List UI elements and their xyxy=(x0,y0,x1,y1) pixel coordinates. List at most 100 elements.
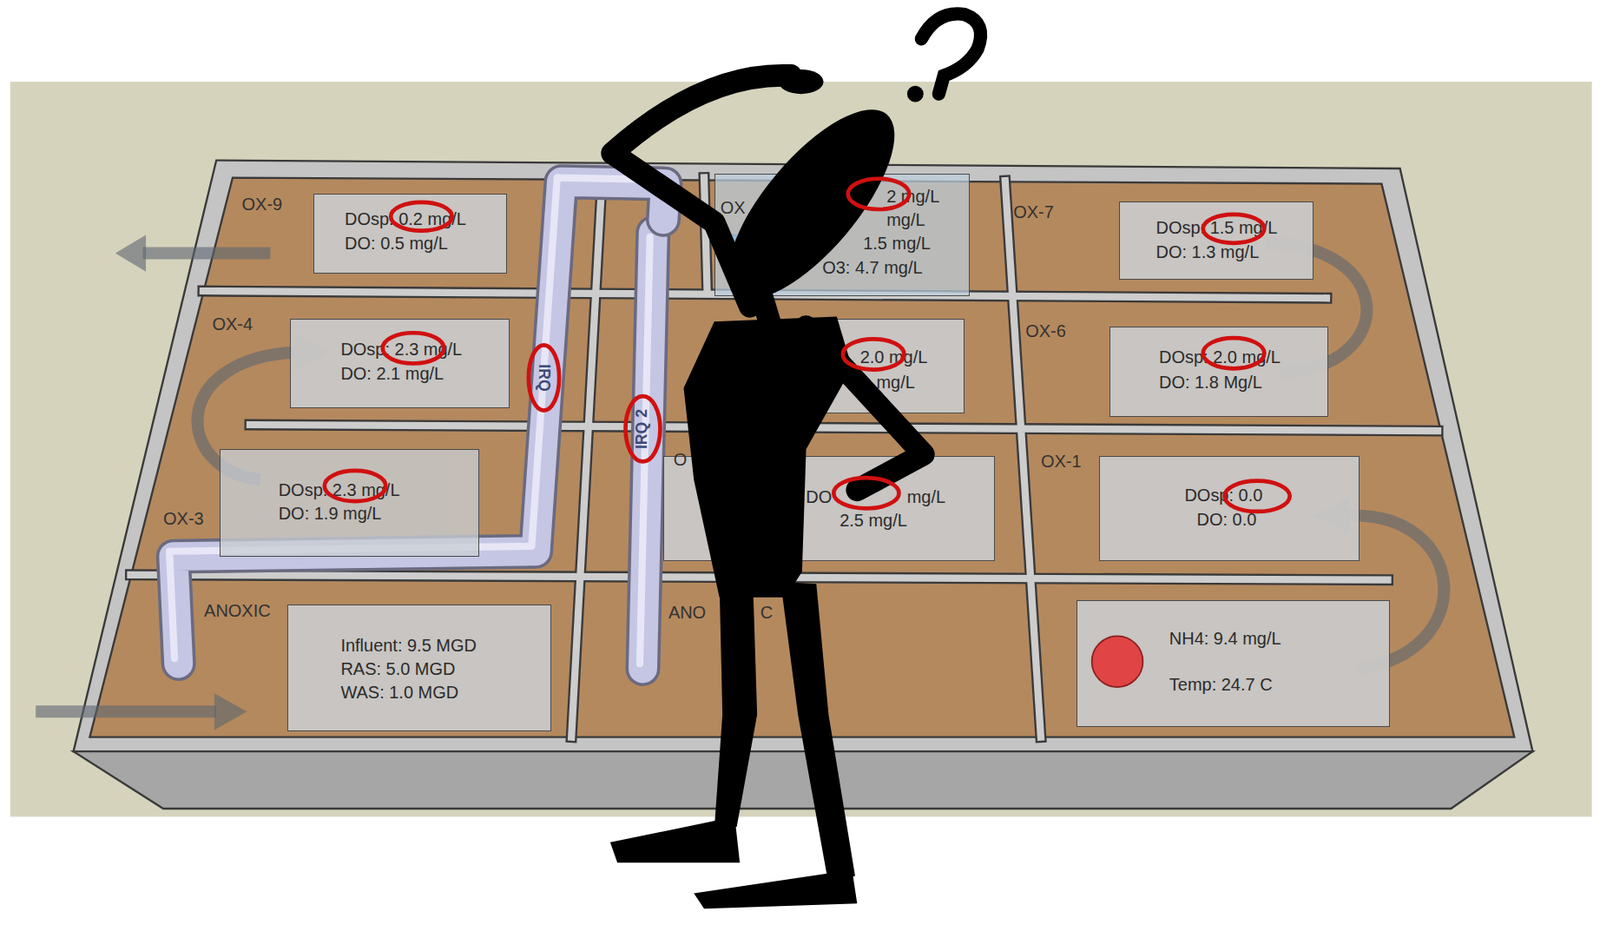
figure-torso xyxy=(684,316,853,597)
highlight-ring xyxy=(1203,214,1265,244)
arrowhead xyxy=(214,692,248,730)
arrowhead xyxy=(115,234,146,271)
readout-panel: DOsp: 0.0DO: 0.0 xyxy=(1099,455,1360,561)
readout-value: O3: 4.7 mg/L xyxy=(822,258,922,277)
readout-panel: 2 mg/Lmg/L1.5 mg/LO3: 4.7 mg/L xyxy=(714,173,970,297)
zone-label: OX-4 xyxy=(211,315,253,333)
highlight-ring xyxy=(833,477,899,508)
highlight-ring xyxy=(1224,480,1290,512)
readout-value: RAS: 5.0 MGD xyxy=(340,659,455,678)
readout-value: DO: 2.1 mg/L xyxy=(340,364,444,382)
readout-value: DOsp: 2.3 mg/L xyxy=(278,480,401,499)
readout-value: WAS: 1.0 MGD xyxy=(340,683,459,701)
figure-foot xyxy=(610,816,740,863)
pipe-highlight xyxy=(639,237,651,664)
zone-label: O xyxy=(673,450,688,468)
highlight-ring xyxy=(390,202,453,231)
figure-hand xyxy=(778,69,824,94)
pipe-highlight xyxy=(169,177,662,659)
highlight-rings xyxy=(324,178,1291,512)
flow-arrow xyxy=(143,246,271,259)
readout-panel: DOsp: 2.3 mg/L DO: 1.9 mg/L xyxy=(219,448,481,556)
readout-panel: Influent: 9.5 MGD RAS: 5.0 MGD WAS: 1.0 MG… xyxy=(287,604,551,731)
basin-rim xyxy=(73,160,1534,752)
pipe-label: IRQ xyxy=(536,363,553,391)
highlight-ring xyxy=(528,344,560,410)
readout-value: DOsp: 0.2 mg/L xyxy=(344,210,467,228)
readout-value: DOsp: 2.3 mg/L xyxy=(340,340,462,358)
readout-value: Influent: 9.5 MGD xyxy=(340,636,477,654)
zone-label: OX xyxy=(720,198,746,217)
flow-arrows xyxy=(35,243,1444,712)
figure-foot xyxy=(693,869,857,909)
puzzled-figure xyxy=(610,69,922,909)
figure-leg xyxy=(714,581,758,829)
highlight-ring xyxy=(324,470,387,501)
readout-panel: DO mg/L 2.5 mg/L xyxy=(663,455,995,561)
readout-panel: DOsp: 2.3 mg/L DO: 2.1 mg/L xyxy=(289,318,510,409)
figure-head xyxy=(700,85,922,324)
question-mark xyxy=(921,13,981,94)
highlight-ring xyxy=(382,332,445,363)
pipe xyxy=(173,181,666,664)
question-dot xyxy=(907,85,924,103)
zone-label: C xyxy=(760,603,773,621)
wall xyxy=(1005,180,1041,738)
readout-value: 2.0 mg/L xyxy=(860,348,929,366)
pipe-label: IRQ 2 xyxy=(635,408,652,449)
readout-value: mg/L xyxy=(875,373,915,391)
zone-label: OX-7 xyxy=(1013,203,1054,221)
readout-value: mg/L xyxy=(886,210,925,229)
highlight-ring xyxy=(625,395,661,461)
readout-value: DO xyxy=(805,487,832,506)
readout-panel: 2.0 mg/L mg/L xyxy=(760,318,965,414)
zone-label: OX-6 xyxy=(1025,322,1067,340)
highlight-ring xyxy=(848,178,910,210)
figure-arm xyxy=(806,326,924,490)
readout-value: DO: 0.0 xyxy=(1197,510,1258,528)
wall xyxy=(250,424,1438,431)
wall xyxy=(571,177,602,738)
highlight-ring xyxy=(1203,337,1265,369)
zone-label: OX-9 xyxy=(242,195,284,213)
zone-label: ANOXIC xyxy=(204,601,271,619)
readout-value: DO: 0.5 mg/L xyxy=(344,234,448,252)
wall xyxy=(704,177,708,291)
wall xyxy=(250,424,1438,431)
readout-value: mg/L xyxy=(907,487,946,506)
figure-arm xyxy=(612,75,791,307)
readout-value: DOsp: 0.0 xyxy=(1184,486,1263,504)
readout-value: DO: 1.3 mg/L xyxy=(1156,243,1260,261)
zone-label: OX-3 xyxy=(163,509,205,527)
wall xyxy=(130,574,1388,580)
readout-value: Temp: 24.7 C xyxy=(1169,675,1273,693)
wall xyxy=(571,177,602,738)
backdrop xyxy=(10,81,1593,817)
readout-value: 2.5 mg/L xyxy=(839,511,908,529)
flow-arrow xyxy=(35,704,217,718)
readout-value: DO: 1.9 mg/L xyxy=(278,504,382,522)
figure-neck xyxy=(760,290,771,325)
wall xyxy=(130,574,1388,580)
figure-leg xyxy=(780,581,856,884)
zone-label: OX-1 xyxy=(1040,452,1082,470)
figure-limbs xyxy=(612,75,923,490)
readout-value: NH4: 9.4 mg/L xyxy=(1169,629,1282,647)
readout-panel: DOsp: 2.0 mg/L DO: 1.8 Mg/L xyxy=(1109,326,1330,416)
readout-value: DO: 1.8 Mg/L xyxy=(1158,373,1263,391)
alarm-lamp xyxy=(1092,635,1144,687)
pipe-outline xyxy=(173,181,666,664)
wall xyxy=(1005,180,1041,738)
readout-panel: NH4: 9.4 mg/L Temp: 24.7 C xyxy=(1076,599,1390,727)
basin-front-wall xyxy=(73,750,1534,809)
readout-panel: DOsp: 1.5 mg/LDO: 1.3 mg/L xyxy=(1119,201,1313,281)
zone-label: ANO xyxy=(668,603,706,621)
readout-value: DOsp: 2.0 mg/L xyxy=(1158,348,1281,366)
readout-value: 2 mg/L xyxy=(886,187,940,205)
readout-panel: DOsp: 0.2 mg/L DO: 0.5 mg/L xyxy=(313,193,507,274)
wall xyxy=(704,177,708,291)
